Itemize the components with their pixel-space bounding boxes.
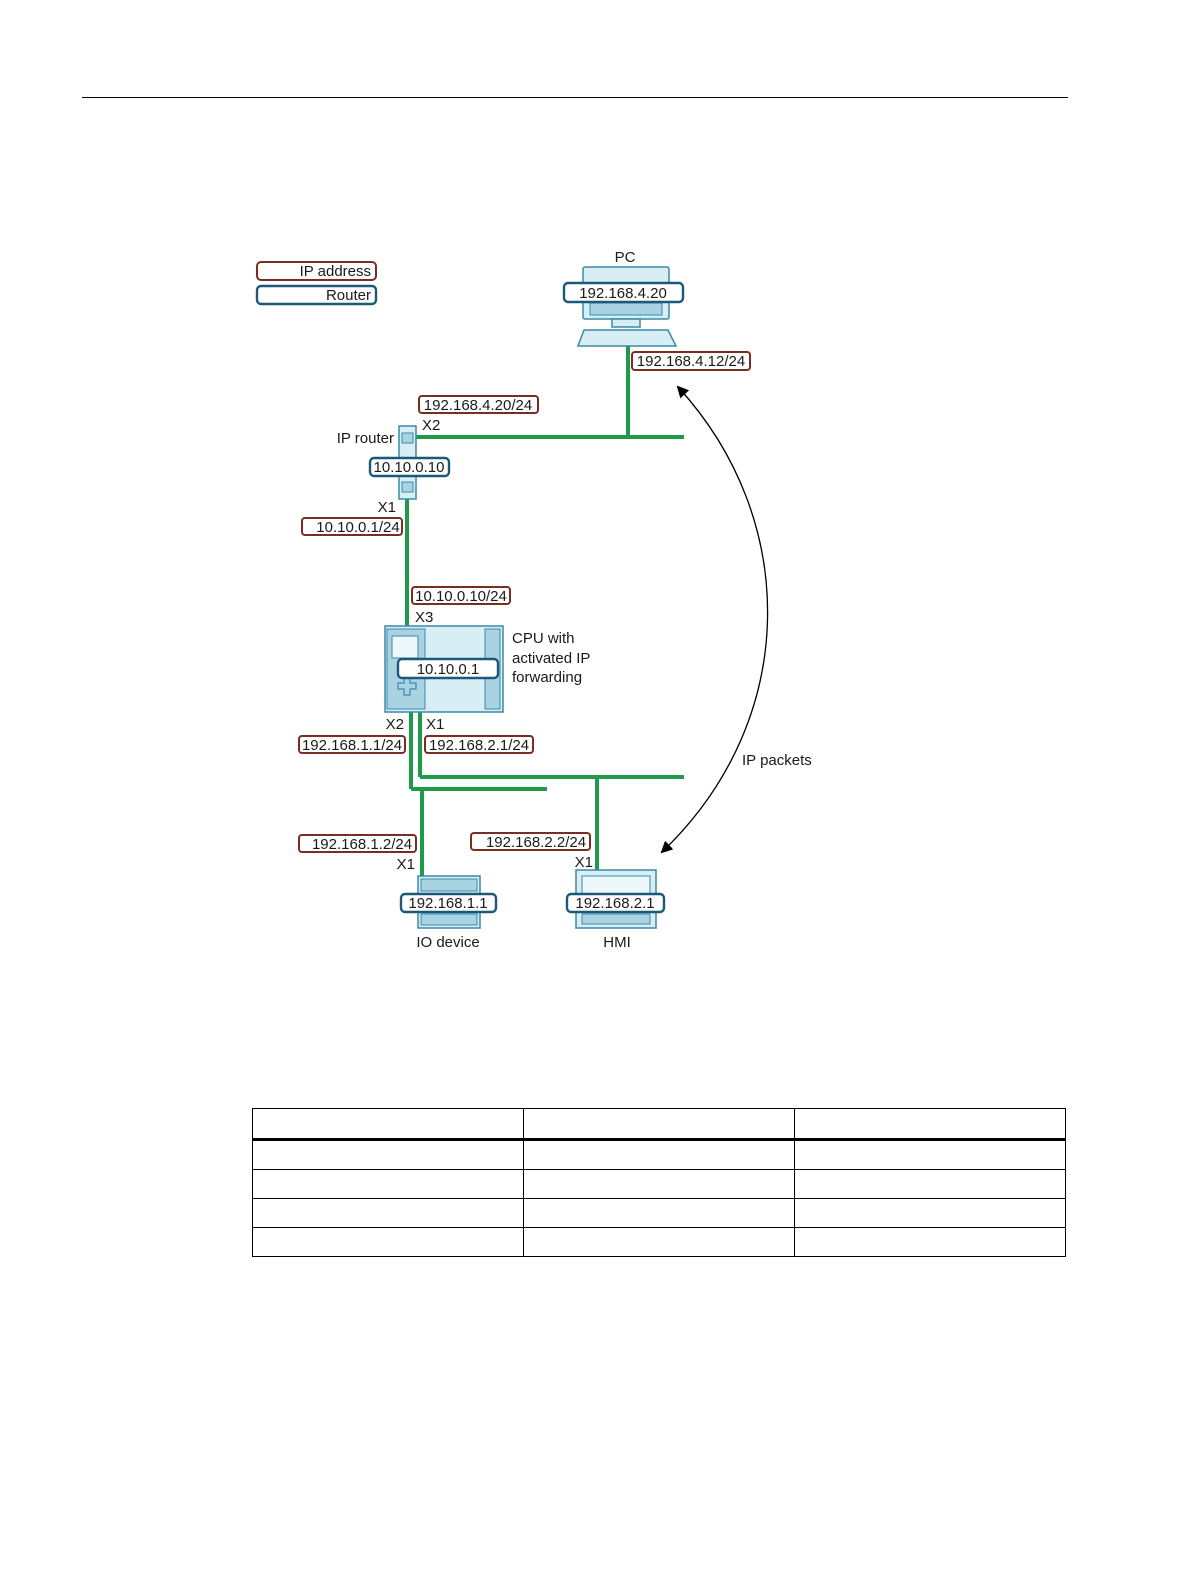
table-header-cell	[252, 1108, 524, 1141]
router-x2-ip: 192.168.4.20/24	[424, 397, 532, 414]
router-port-x1: X1	[378, 499, 396, 516]
cpu-port-x2: X2	[386, 716, 404, 733]
ip-packets-label: IP packets	[742, 752, 812, 769]
cpu-x3-ip-box	[411, 586, 511, 605]
pc-stand	[611, 318, 641, 328]
hmi-port-x1: X1	[575, 854, 593, 871]
network-diagram: IP address Router PC 192.168.4.20 192.16…	[255, 249, 812, 951]
io-device-router-box	[399, 892, 498, 914]
pc-router-box	[562, 281, 685, 304]
table-cell	[794, 1169, 1066, 1199]
table-cell	[794, 1139, 1066, 1170]
table-row	[252, 1227, 1066, 1257]
hmi-device: 192.168.2.2/24 X1 192.168.2.1 HMI	[470, 832, 666, 951]
table-row	[252, 1169, 1066, 1199]
ip-router-label: IP router	[337, 430, 394, 447]
table-header-cell	[523, 1108, 795, 1141]
hmi-ip-box	[470, 832, 591, 851]
ip-table	[252, 1108, 1066, 1257]
cpu-label-line1: CPU with	[512, 630, 575, 647]
table-row	[252, 1139, 1066, 1170]
pc-keyboard	[576, 329, 678, 347]
io-device-ip: 192.168.1.2/24	[312, 836, 412, 853]
hmi-router-ip: 192.168.2.1	[575, 895, 654, 912]
table-row	[252, 1198, 1066, 1228]
table-cell	[252, 1139, 524, 1170]
io-device-modules-bottom	[420, 913, 478, 926]
pc-router-ip: 192.168.4.20	[579, 285, 667, 302]
table-cell	[794, 1227, 1066, 1257]
hmi-keys	[581, 913, 651, 925]
ip-router-router-box	[368, 456, 451, 478]
router-port-x2: X2	[422, 417, 440, 434]
pc-ip: 192.168.4.12/24	[637, 353, 745, 370]
cpu-port-x3: X3	[415, 609, 433, 626]
table-header-cell	[794, 1108, 1066, 1141]
legend-ip-address-swatch	[256, 261, 377, 281]
header-rule	[82, 97, 1068, 98]
ip-router-router-ip: 10.10.0.10	[374, 459, 445, 476]
table-cell	[523, 1169, 795, 1199]
pc-device: PC 192.168.4.20 192.168.4.12/24	[562, 249, 751, 371]
ip-packets-arrow	[660, 385, 769, 854]
io-device: 192.168.1.2/24 X1 192.168.1.1 IO device	[298, 834, 498, 951]
legend-router-swatch	[255, 284, 378, 306]
router-x1-ip-box	[301, 517, 403, 536]
hmi-screen	[581, 875, 651, 895]
io-device-label: IO device	[416, 934, 479, 951]
io-device-modules-top	[420, 878, 478, 892]
router-x2-ip-box	[418, 395, 539, 414]
ip-router-device: 192.168.4.20/24 X2 IP router 10.10.0.10 …	[301, 395, 539, 536]
cpu-label-line3: forwarding	[512, 669, 582, 686]
cpu-x2-ip-box	[298, 735, 406, 754]
hmi-label: HMI	[603, 934, 631, 951]
cpu-label-line2: activated IP	[512, 650, 590, 667]
network-links	[405, 346, 684, 876]
ip-router-port	[401, 481, 414, 493]
legend: IP address Router	[255, 261, 378, 306]
cpu-display	[391, 635, 419, 659]
cpu-x1-ip-box	[424, 735, 534, 754]
table-cell	[523, 1198, 795, 1228]
pc-label: PC	[615, 249, 636, 266]
pc-ip-box	[631, 351, 751, 371]
table-cell	[794, 1198, 1066, 1228]
router-x1-ip: 10.10.0.1/24	[316, 519, 399, 536]
cpu-x1-ip: 192.168.2.1/24	[429, 737, 529, 754]
table-cell	[523, 1227, 795, 1257]
table-cell	[523, 1139, 795, 1170]
cpu-router-box	[396, 657, 500, 680]
table-cell	[252, 1198, 524, 1228]
table-header-row	[252, 1108, 1066, 1141]
cpu-router-ip: 10.10.0.1	[417, 661, 480, 678]
cpu-port-x1: X1	[426, 716, 444, 733]
io-device-ip-box	[298, 834, 417, 853]
cpu-x2-ip: 192.168.1.1/24	[302, 737, 402, 754]
legend-ip-address-label: IP address	[300, 263, 371, 280]
table-cell	[252, 1169, 524, 1199]
io-device-port-x1: X1	[397, 856, 415, 873]
ip-table-grid	[252, 1108, 1066, 1257]
io-device-router-ip: 192.168.1.1	[408, 895, 487, 912]
hmi-ip: 192.168.2.2/24	[486, 834, 586, 851]
ip-router-panel	[401, 432, 414, 444]
hmi-router-box	[565, 892, 666, 914]
table-cell	[252, 1227, 524, 1257]
cpu-device: 10.10.0.10/24 X3 10.10.0.1 CPU with acti…	[298, 586, 590, 754]
pc-screen-bottom	[589, 302, 663, 316]
legend-router-label: Router	[326, 287, 371, 304]
cpu-x3-ip: 10.10.0.10/24	[415, 588, 507, 605]
